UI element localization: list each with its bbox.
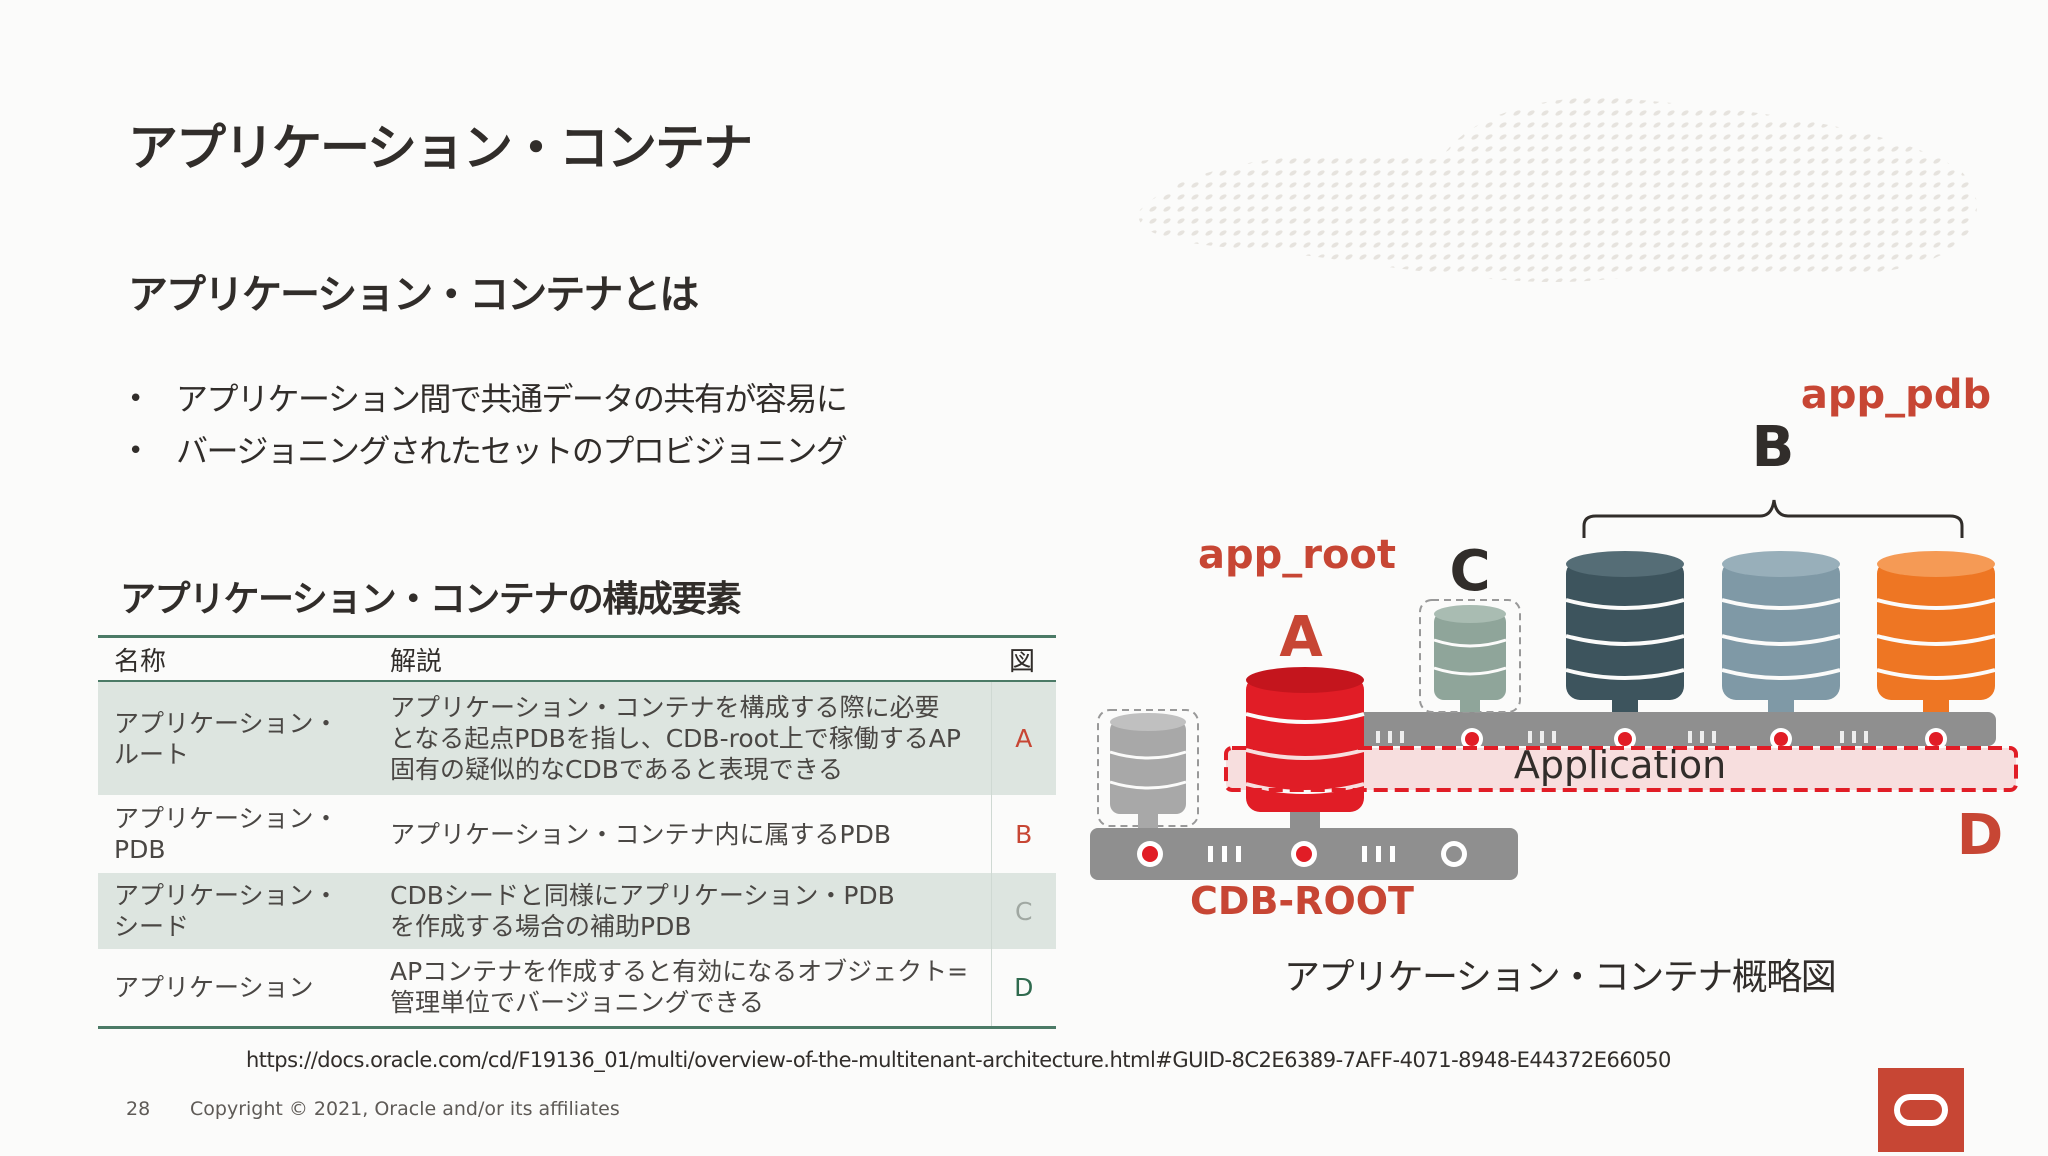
pdb-group-brace xyxy=(1582,499,1964,538)
header-name: 名称 xyxy=(98,635,374,682)
cell-figure: B xyxy=(990,795,1056,873)
app-root-label: app_root xyxy=(1198,532,1396,578)
cell-figure: C xyxy=(990,873,1056,949)
reference-link[interactable]: https://docs.oracle.com/cd/F19136_01/mul… xyxy=(246,1048,1671,1072)
oracle-logo-icon xyxy=(1894,1094,1948,1126)
table-row: アプリケーション・ PDB アプリケーション・コンテナ内に属するPDB B xyxy=(98,795,1056,873)
section-subtitle: アプリケーション・コンテナとは xyxy=(128,272,699,318)
table-row: アプリケーション APコンテナを作成すると有効になるオブジェクト= 管理単位でバ… xyxy=(98,949,1056,1029)
table-header-row: 名称 解説 図 xyxy=(98,635,1056,682)
pdb-orange-database-icon xyxy=(1876,551,1996,712)
cell-description: アプリケーション・コンテナ内に属するPDB xyxy=(390,819,891,849)
cell-description: APコンテナを作成すると有効になるオブジェクト= 管理単位でバージョニングできる xyxy=(374,949,991,1029)
page-title: アプリケーション・コンテナ xyxy=(128,119,753,177)
label-c: C xyxy=(1449,539,1490,604)
seed-dashed-outline xyxy=(1419,599,1521,713)
pdb-mid-database-icon xyxy=(1721,551,1841,712)
label-d: D xyxy=(1957,803,2003,868)
cell-name: アプリケーション・ シード xyxy=(98,873,374,949)
cell-figure: A xyxy=(990,681,1056,795)
header-figure: 図 xyxy=(991,635,1056,682)
cell-description: アプリケーション・コンテナを構成する際に必要 となる起点PDBを指し、CDB-r… xyxy=(374,681,991,795)
app-root-database-icon xyxy=(1245,667,1365,828)
application-label: Application xyxy=(1514,743,1726,787)
cell-figure: D xyxy=(990,949,1056,1029)
bullet-item: アプリケーション間で共通データの共有が容易に xyxy=(128,376,848,428)
cell-description: CDBシードと同様にアプリケーション・PDB を作成する場合の補助PDB xyxy=(374,873,991,949)
table-row: アプリケーション・ シード CDBシードと同様にアプリケーション・PDB を作成… xyxy=(98,873,1056,949)
diagram-caption: アプリケーション・コンテナ概略図 xyxy=(1284,957,1837,998)
label-b: B xyxy=(1752,415,1795,480)
cell-name: アプリケーション・ PDB xyxy=(114,804,339,864)
pdb-dark-database-icon xyxy=(1565,551,1685,712)
bullet-item: バージョニングされたセットのプロビジョニング xyxy=(128,428,848,480)
cell-name: アプリケーション xyxy=(98,949,374,1029)
bar-vents-lower xyxy=(1208,846,1395,862)
cdb-root-label: CDB-ROOT xyxy=(1190,879,1414,923)
lower-bar-ports xyxy=(1137,841,1467,867)
label-a: A xyxy=(1279,605,1323,670)
components-table: 名称 解説 図 アプリケーション・ ルート アプリケーション・コンテナを構成する… xyxy=(98,635,1056,1029)
upper-bar-ports xyxy=(1461,728,1947,750)
application-highlight xyxy=(1224,746,2018,792)
application-container-diagram: app_pdb B app_root C A Application D CDB… xyxy=(1090,97,2018,923)
copyright-text: Copyright © 2021, Oracle and/or its affi… xyxy=(190,1098,620,1120)
app-seed-database-icon xyxy=(1433,605,1507,712)
table-row: アプリケーション・ ルート アプリケーション・コンテナを構成する際に必要 となる… xyxy=(98,681,1056,795)
decorative-texture xyxy=(1138,97,1977,283)
cdb-seed-database-icon xyxy=(1109,713,1187,828)
application-bar xyxy=(1350,712,1996,746)
app-pdb-label: app_pdb xyxy=(1801,372,1991,418)
bullet-list: アプリケーション間で共通データの共有が容易に バージョニングされたセットのプロビ… xyxy=(128,376,848,480)
table-title: アプリケーション・コンテナの構成要素 xyxy=(120,579,742,620)
page-number: 28 xyxy=(126,1098,151,1120)
oracle-logo xyxy=(1878,1068,1964,1152)
cell-name: アプリケーション・ ルート xyxy=(98,681,374,795)
bar-vents-upper xyxy=(1376,731,1868,743)
header-description: 解説 xyxy=(374,635,991,682)
